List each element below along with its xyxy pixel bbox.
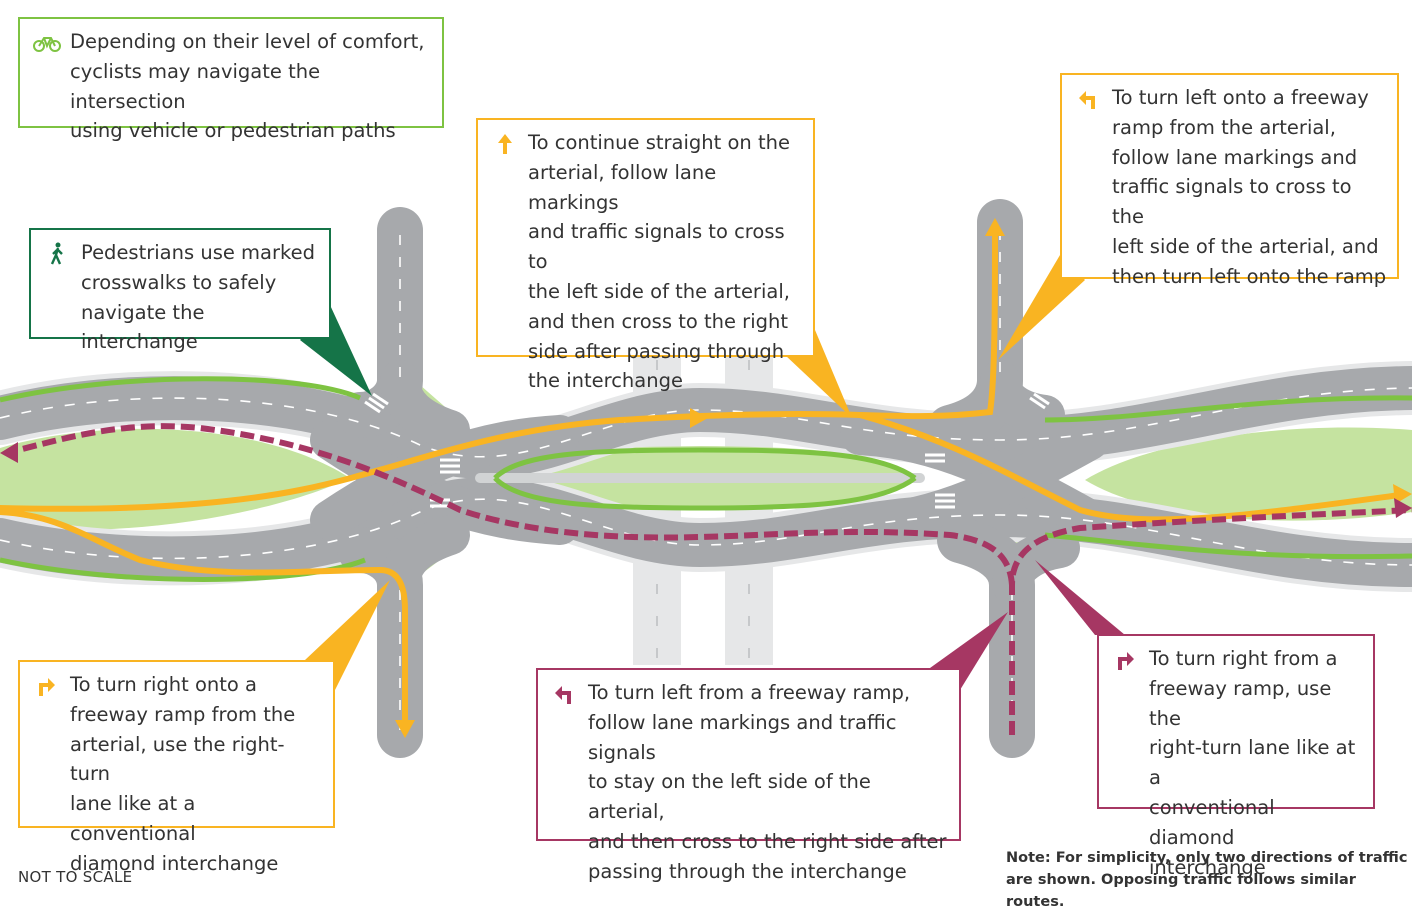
callout-cyclists-text: Depending on their level of comfort, cyc… [70, 30, 425, 143]
callout-cyclists: Depending on their level of comfort, cyc… [18, 17, 444, 142]
callout-right-from-ramp-text: To turn right from a freeway ramp, use t… [1149, 647, 1356, 879]
callout-left-onto-ramp: To turn left onto a freeway ramp from th… [1060, 73, 1399, 288]
turn-right-icon [1118, 652, 1134, 670]
bicycle-icon [33, 37, 61, 52]
pedestrian-icon [50, 242, 63, 265]
callout-right-onto-ramp: To turn right onto a freeway ramp from t… [18, 660, 335, 875]
callout-left-from-ramp: To turn left from a freeway ramp, follow… [536, 668, 961, 883]
callout-right-from-ramp: To turn right from a freeway ramp, use t… [1097, 634, 1375, 879]
vehicle-path-straight [0, 229, 1403, 728]
turn-right-icon [39, 678, 55, 696]
callout-left-from-ramp-text: To turn left from a freeway ramp, follow… [588, 681, 947, 883]
turn-left-icon [555, 686, 571, 704]
arrow-up-icon [498, 134, 512, 154]
callout-pedestrians: Pedestrians use marked crosswalks to saf… [29, 228, 331, 353]
callout-pedestrians-text: Pedestrians use marked crosswalks to saf… [81, 241, 315, 354]
turn-left-icon [1079, 91, 1095, 109]
callout-straight-text: To continue straight on the arterial, fo… [528, 131, 790, 393]
simplicity-note: Note: For simplicity, only two direction… [1006, 850, 1408, 910]
ramp-path-left-turn [9, 423, 1412, 735]
not-to-scale-label: NOT TO SCALE [18, 868, 133, 886]
callout-right-onto-ramp-text: To turn right onto a freeway ramp from t… [70, 673, 296, 875]
callout-left-onto-ramp-text: To turn left onto a freeway ramp from th… [1112, 86, 1387, 288]
ramp-path-arrowheads [0, 442, 1412, 518]
callout-straight: To continue straight on the arterial, fo… [476, 118, 815, 392]
vehicle-path-arrowheads [395, 218, 1412, 738]
